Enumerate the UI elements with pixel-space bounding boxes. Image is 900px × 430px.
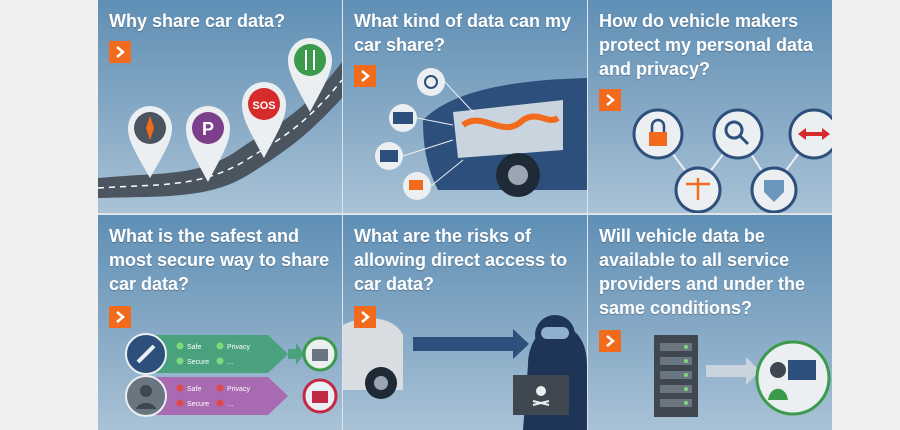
tile-title: What are the risks of allowing direct ac… <box>354 226 568 294</box>
transfer-arrows-icon <box>788 108 832 160</box>
tile-title: How do vehicle makers protect my persona… <box>599 11 814 79</box>
read-more-button[interactable] <box>109 41 131 63</box>
server-rack-icon <box>654 335 698 417</box>
tile-title: What is the safest and most secure way t… <box>109 226 330 294</box>
check-icon <box>216 342 224 350</box>
read-more-button[interactable] <box>354 65 376 87</box>
svg-text:P: P <box>202 119 214 139</box>
read-more-button[interactable] <box>599 330 621 352</box>
hacker-illustration <box>343 315 587 430</box>
privacy-network-illustration <box>632 108 832 213</box>
technician-icon <box>755 340 831 416</box>
svg-text:SOS: SOS <box>252 100 275 112</box>
parking-icon: P <box>186 106 230 182</box>
tile-why-share[interactable]: P SOS Why share car data? <box>98 0 342 213</box>
tile-title: Will vehicle data be available to all se… <box>599 226 806 318</box>
tile-title: Why share car data? <box>109 11 286 31</box>
check-icon <box>216 357 224 365</box>
tile-risks[interactable]: What are the risks of allowing direct ac… <box>343 215 587 430</box>
chevron-right-icon <box>361 311 370 323</box>
chevron-right-icon <box>606 335 615 347</box>
car-engine-illustration <box>375 68 587 200</box>
sharing-comparison-illustration: Safe Privacy Secure … Safe Privacy Secur… <box>125 333 338 417</box>
read-more-button[interactable] <box>599 89 621 111</box>
chevron-right-icon <box>606 94 615 106</box>
svg-text:Privacy: Privacy <box>227 344 250 351</box>
svg-text:Privacy: Privacy <box>227 386 250 393</box>
tile-service-providers[interactable]: Will vehicle data be available to all se… <box>588 215 832 430</box>
tile-protect-privacy[interactable]: How do vehicle makers protect my persona… <box>588 0 832 213</box>
lock-icon <box>632 108 684 160</box>
sos-icon: SOS <box>242 82 286 158</box>
cross-icon <box>216 399 224 407</box>
topic-grid: P SOS Why share car data? <box>98 0 832 430</box>
server-provider-illustration <box>654 335 831 417</box>
cross-icon <box>176 399 184 407</box>
shield-icon <box>750 166 798 213</box>
svg-text:Safe: Safe <box>187 386 202 393</box>
warning-light-icon <box>417 68 445 96</box>
check-icon <box>176 357 184 365</box>
tile-safest-way[interactable]: Safe Privacy Secure … Safe Privacy Secur… <box>98 215 342 430</box>
tile-title: What kind of data can my car share? <box>354 11 572 55</box>
chevron-right-icon <box>116 311 125 323</box>
cross-icon <box>176 384 184 392</box>
magnifier-icon <box>712 108 764 160</box>
laptop-icon <box>513 375 569 415</box>
check-icon <box>176 342 184 350</box>
svg-text:Safe: Safe <box>187 344 202 351</box>
read-more-button[interactable] <box>109 306 131 328</box>
svg-text:…: … <box>227 359 234 366</box>
restaurant-icon <box>288 38 332 112</box>
svg-text:Secure: Secure <box>187 359 209 366</box>
compass-icon <box>128 106 172 178</box>
cross-icon <box>216 384 224 392</box>
svg-text:…: … <box>227 401 234 408</box>
read-more-button[interactable] <box>354 306 376 328</box>
tile-kind-of-data[interactable]: What kind of data can my car share? <box>343 0 587 213</box>
road-map-illustration: P SOS <box>98 38 342 198</box>
svg-text:Secure: Secure <box>187 401 209 408</box>
chevron-right-icon <box>361 70 370 82</box>
chevron-right-icon <box>116 46 125 58</box>
scales-icon <box>674 166 722 213</box>
